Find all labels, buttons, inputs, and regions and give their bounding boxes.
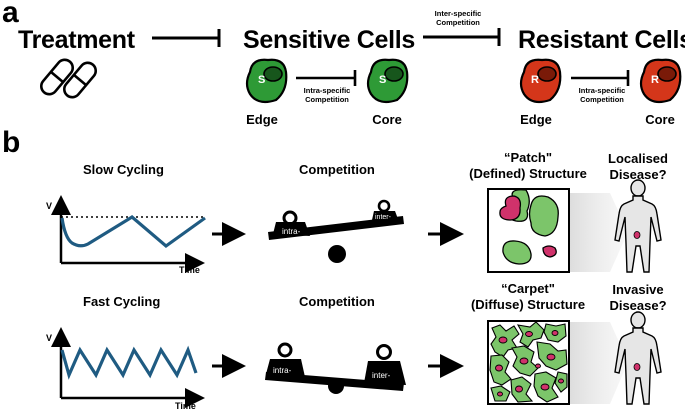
resistant-letter-core: R — [651, 74, 659, 86]
carpet-structure-box — [487, 320, 628, 405]
axis-v-label-fast: V — [46, 333, 52, 343]
human-figure-invasive — [614, 311, 662, 405]
intra-inhibition-sensitive — [296, 70, 357, 86]
fast-cycling-series — [60, 345, 198, 380]
invasive-disease-label: Invasive Disease? — [609, 282, 667, 313]
weight-inter-fast: inter- — [372, 371, 391, 380]
fast-cycling-plot: V Time — [46, 327, 205, 411]
weight-inter-slow: inter- — [375, 214, 392, 221]
slow-cycling-series — [60, 215, 206, 249]
panel-b-label: b — [2, 126, 21, 159]
edge-label-resistant: Edge — [520, 112, 552, 127]
edge-label-sensitive: Edge — [246, 112, 278, 127]
axis-time-label-fast: Time — [175, 401, 196, 411]
inter-specific-label: Inter-specific Competition — [434, 9, 482, 27]
treatment-title: Treatment — [18, 26, 135, 54]
patch-structure-box — [487, 188, 628, 273]
competition-title-top: Competition — [299, 162, 375, 177]
intra-specific-label-resistant: Intra-specific Competition — [578, 86, 626, 104]
panel-a-label: a — [2, 0, 19, 29]
competition-title-bottom: Competition — [299, 294, 375, 309]
intra-specific-label-sensitive: Intra-specific Competition — [303, 86, 351, 104]
slow-cycling-title: Slow Cycling — [83, 162, 164, 177]
treatment-inhibition-arrow — [152, 29, 221, 47]
core-label-resistant: Core — [645, 112, 675, 127]
resistant-letter-edge: R — [531, 74, 539, 86]
weight-intra-fast: intra- — [273, 366, 292, 375]
resistant-cell-edge: R — [519, 58, 562, 104]
axis-time-label-slow: Time — [179, 265, 200, 275]
sensitive-cell-edge: S — [245, 58, 288, 104]
localised-disease-label: Localised Disease? — [608, 151, 668, 182]
carpet-subtitle: (Diffuse) Structure — [470, 297, 586, 312]
sensitive-letter-core: S — [379, 74, 386, 86]
fast-cycling-title: Fast Cycling — [83, 294, 161, 309]
sensitive-cell-core: S — [366, 58, 409, 104]
patch-title: “Patch" — [503, 150, 553, 165]
balance-scale-slow: intra- inter- — [268, 199, 404, 263]
pills-icon — [39, 58, 98, 99]
resistant-cells-title: Resistant Cells — [518, 26, 685, 54]
flow-arrows — [212, 222, 464, 378]
patch-subtitle: (Defined) Structure — [469, 166, 587, 181]
sensitive-letter-edge: S — [258, 74, 265, 86]
resistant-cell-core: R — [639, 58, 682, 104]
human-figure-localised — [614, 179, 662, 273]
axis-v-label-slow: V — [46, 201, 52, 211]
inter-specific-inhibition-arrow — [423, 28, 501, 46]
weight-intra-slow: intra- — [282, 227, 301, 236]
slow-cycling-plot: V Time — [46, 195, 206, 275]
sensitive-cells-title: Sensitive Cells — [243, 26, 415, 54]
balance-scale-fast: intra- inter- — [265, 342, 406, 394]
carpet-title: “Carpet" — [501, 281, 555, 296]
intra-inhibition-resistant — [571, 70, 630, 86]
core-label-sensitive: Core — [372, 112, 402, 127]
